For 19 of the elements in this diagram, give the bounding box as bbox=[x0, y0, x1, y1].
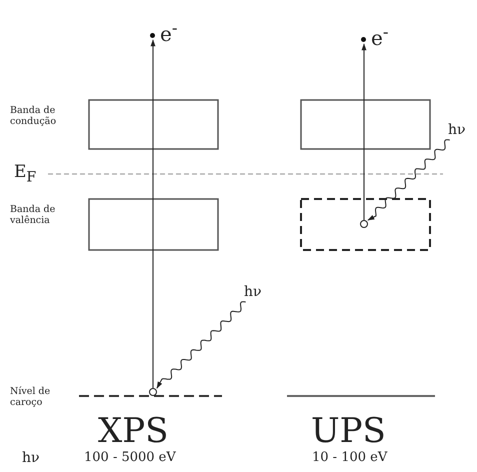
electron-arrow bbox=[150, 39, 156, 388]
photon-arrow bbox=[156, 301, 246, 389]
energy-range-label: 10 - 100 eV bbox=[312, 451, 388, 466]
level-label: Nível de caroço bbox=[10, 387, 52, 409]
method-label: UPS bbox=[311, 412, 386, 451]
band-label: Banda de condução bbox=[10, 106, 58, 128]
photon-energy-label: hν bbox=[22, 450, 40, 466]
method-label: XPS bbox=[98, 412, 168, 451]
photon-label: hν bbox=[448, 120, 472, 140]
fermi-level-label: E$_{F}$ bbox=[14, 163, 36, 186]
electron-arrow bbox=[362, 43, 366, 220]
photon-arrow bbox=[367, 139, 450, 221]
hole-circle bbox=[360, 220, 368, 228]
hole-circle bbox=[149, 388, 157, 396]
electron-label: e$^{-}$ bbox=[150, 18, 180, 40]
photon-label: hν bbox=[244, 282, 268, 302]
energy-range-label: 100 - 5000 eV bbox=[84, 451, 176, 466]
electron-label: e$^{-}$ bbox=[361, 22, 391, 44]
band-label: Banda de valência bbox=[10, 205, 56, 227]
